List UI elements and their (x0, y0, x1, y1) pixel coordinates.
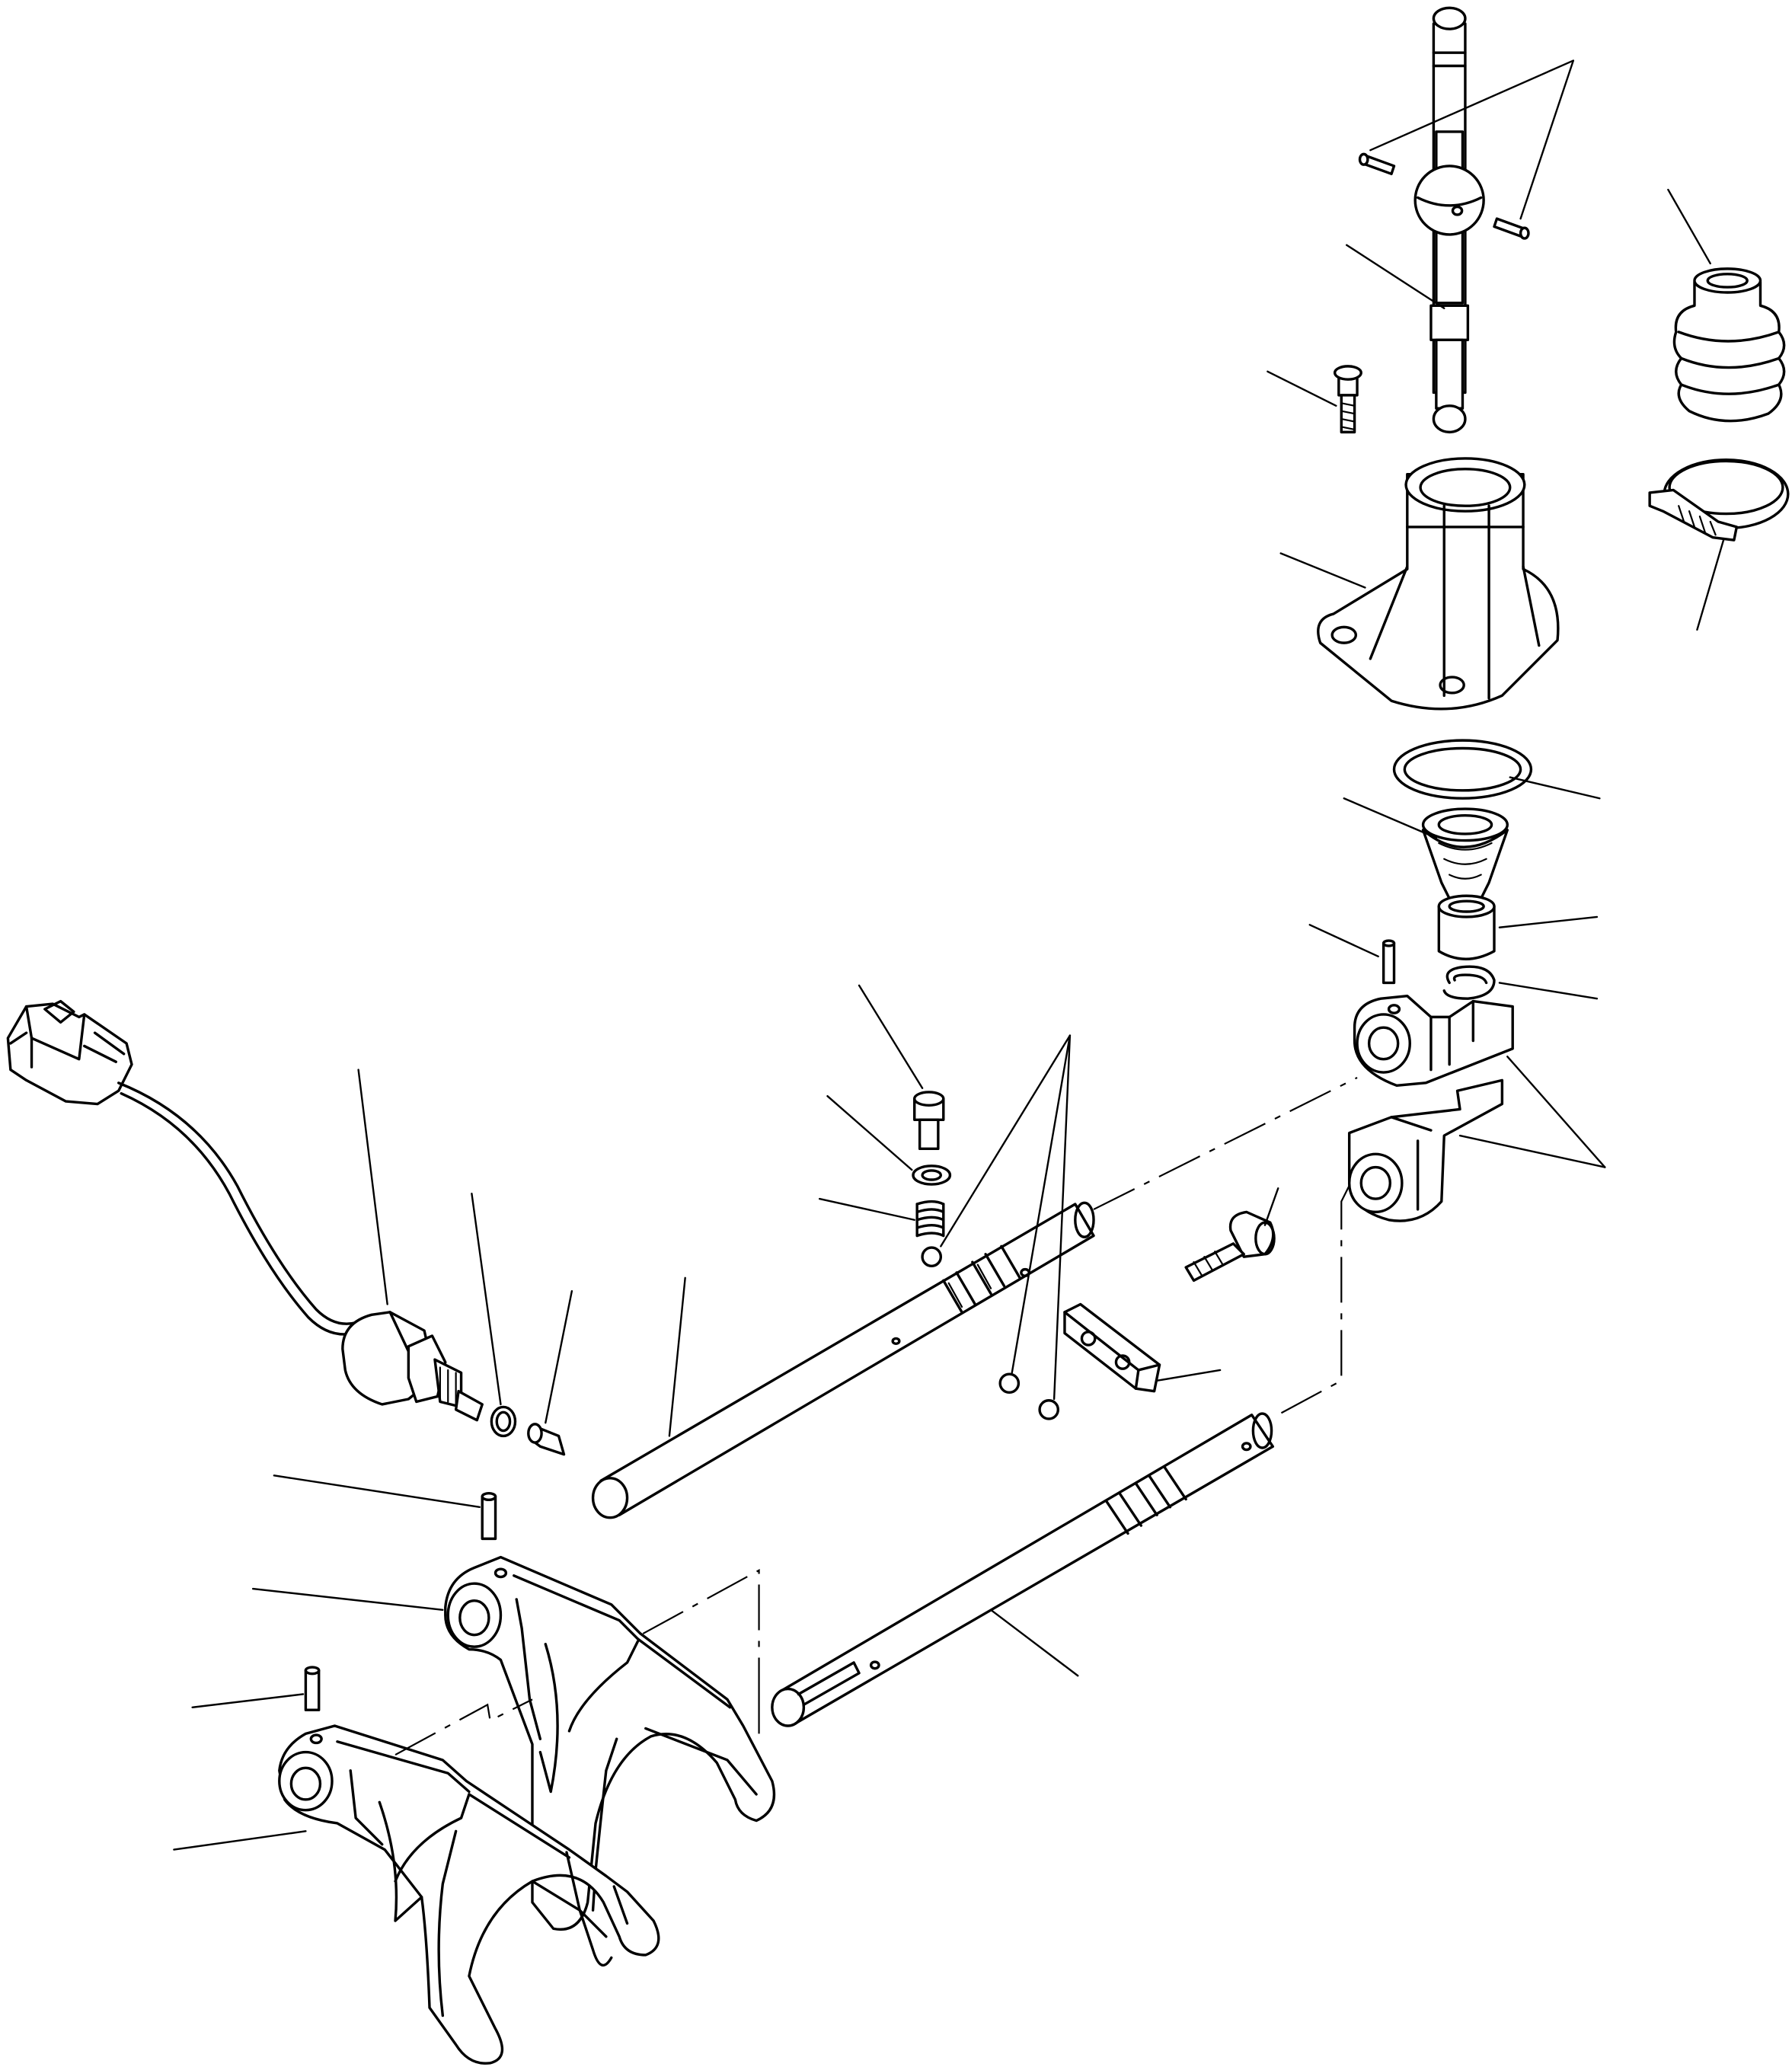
spring-cup (1423, 809, 1508, 899)
detent-screw (915, 1092, 944, 1149)
rubber-boot (1674, 269, 1784, 421)
selector-blocks (1350, 996, 1513, 1221)
upper-shift-rod (593, 1203, 1094, 1517)
lower-shift-fork (280, 1726, 659, 2063)
cap-screw (1186, 1212, 1274, 1280)
washer (913, 1166, 950, 1184)
plunger (529, 1424, 564, 1455)
hose-clamp (1650, 460, 1788, 541)
alignment-lines (395, 1078, 1357, 1755)
detent-balls (922, 1248, 1058, 1419)
gear-lever (1415, 8, 1484, 432)
bushing (1439, 896, 1494, 959)
lock-plate (1065, 1304, 1160, 1391)
screw (1335, 366, 1362, 432)
sensor-o-ring (491, 1407, 515, 1436)
o-ring (1394, 740, 1531, 798)
roll-pin (1384, 941, 1394, 982)
fork-pins (305, 1494, 495, 1711)
upper-shift-fork (446, 1557, 775, 1930)
leader-lines (174, 61, 1723, 1850)
lever-housing (1318, 458, 1558, 709)
lower-shift-rod (772, 1414, 1273, 1726)
lever-pins (1360, 154, 1528, 238)
snap-ring (1444, 966, 1494, 998)
detent-spring (917, 1202, 944, 1236)
switch-sensor (8, 1002, 482, 1420)
